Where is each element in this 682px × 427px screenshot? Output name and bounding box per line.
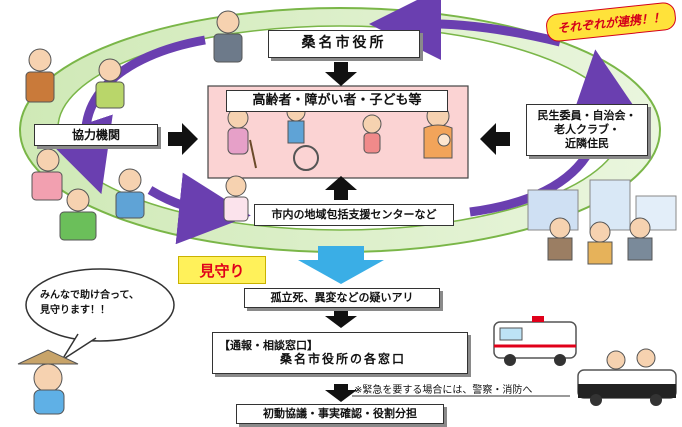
arrow-cityhall-down <box>325 62 357 86</box>
arrow-step-2 <box>325 384 357 402</box>
mother-baby-figure <box>423 104 453 159</box>
step-suspicion-label: 孤立死、異変などの疑いアリ <box>270 291 414 305</box>
cooperating-agencies-label: 協力機関 <box>71 127 120 142</box>
arrow-step-1 <box>325 310 357 328</box>
target-group-label: 高齢者・障がい者・子ども等 <box>252 92 422 108</box>
community-members-box: 民生委員・自治会・ 老人クラブ・ 近隣住民 <box>526 104 648 156</box>
mascot-figure <box>17 349 79 415</box>
child-figure <box>362 114 382 154</box>
cooperating-agencies-box: 協力機関 <box>34 124 158 146</box>
cooperation-badge-text: それぞれが連携！！ <box>556 9 666 36</box>
mimamori-badge: 見守り <box>178 256 266 284</box>
cooperating-agencies-figures <box>25 48 145 241</box>
elderly-figure <box>227 107 257 169</box>
arrow-support-up <box>325 176 357 200</box>
city-hall-label: 桑名市役所 <box>301 35 387 52</box>
community-members-label: 民生委員・自治会・ 老人クラブ・ 近隣住民 <box>537 109 637 150</box>
support-center-staff-figure <box>223 175 249 222</box>
report-window-body: 桑名市役所の各窓口 <box>279 352 406 367</box>
support-center-label: 市内の地域包括支援センターなど <box>271 208 437 222</box>
city-hall-box: 桑名市役所 <box>268 30 420 58</box>
police-car-icon <box>577 348 677 406</box>
step-initial-label: 初動協議・事実確認・役割分担 <box>263 407 417 421</box>
neighborhood-figures <box>527 179 677 265</box>
mimamori-down-arrow <box>298 246 384 284</box>
speech-bubble-text: みんなで助け合って、 見守ります！！ <box>40 290 139 316</box>
emergency-note: ※緊急を要する場合には、警察・消防へ <box>354 385 533 396</box>
step-suspicion-box: 孤立死、異変などの疑いアリ <box>244 288 440 308</box>
cycle-arrow-bottom-left <box>147 172 251 245</box>
support-center-box: 市内の地域包括支援センターなど <box>254 204 454 226</box>
step-initial-box: 初動協議・事実確認・役割分担 <box>236 404 444 424</box>
arrow-left-in <box>168 123 198 155</box>
cityhall-staff-figure <box>213 10 243 63</box>
report-window-box: 【通報・相談窓口】 桑名市役所の各窓口 <box>212 332 468 374</box>
ambulance-icon <box>493 316 577 366</box>
speech-bubble-shape <box>25 268 175 361</box>
mimamori-label: 見守り <box>199 261 245 280</box>
cycle-arrow-top <box>369 0 562 60</box>
report-window-title: 【通報・相談窓口】 <box>219 338 318 352</box>
arrow-right-in <box>480 123 510 155</box>
target-group-box: 高齢者・障がい者・子ども等 <box>226 90 448 112</box>
